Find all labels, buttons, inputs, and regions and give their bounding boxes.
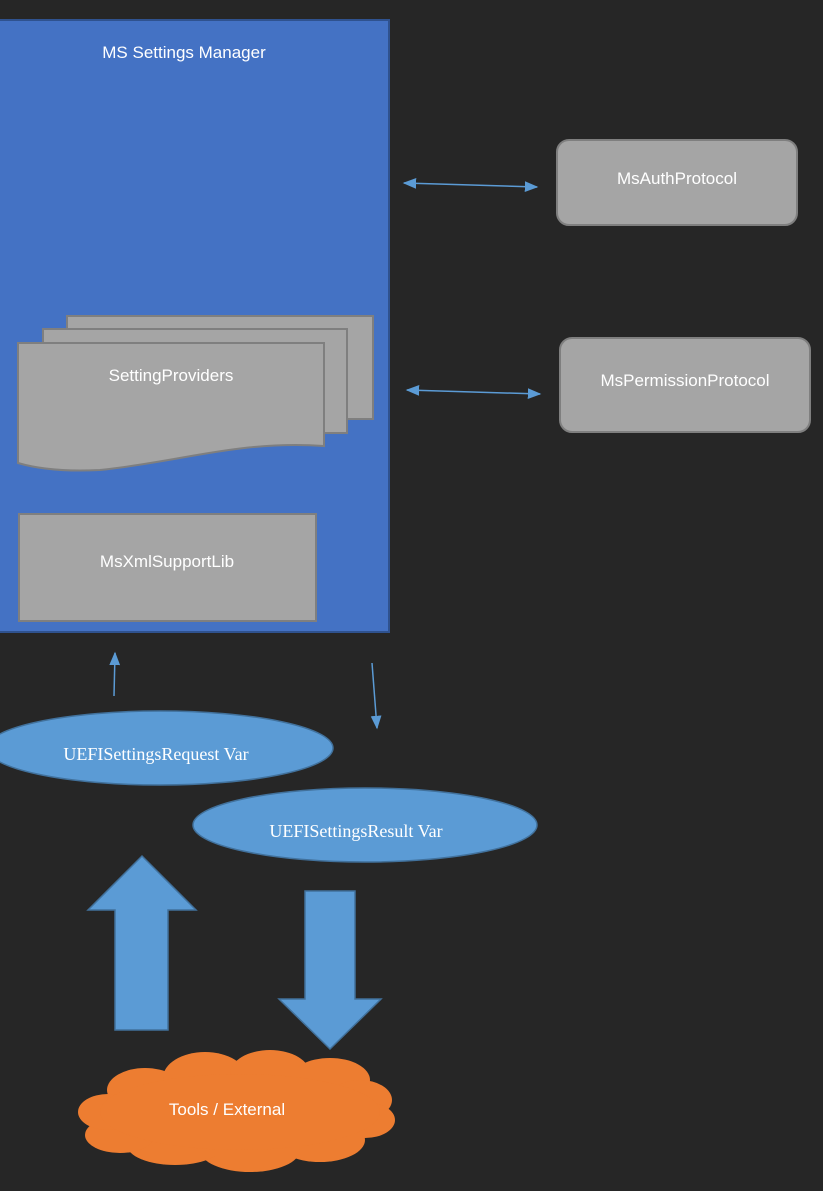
ms-xml-support-lib-label: MsXmlSupportLib [100, 552, 234, 571]
ms-permission-protocol-label: MsPermissionProtocol [600, 371, 769, 390]
request-up-arrow [109, 651, 121, 697]
big-down-arrow [277, 890, 383, 1051]
result-down-arrow [370, 662, 382, 730]
ms-auth-protocol-box [556, 139, 798, 226]
ms-settings-manager-title: MS Settings Manager [102, 43, 266, 62]
uefi-settings-request-var-label: UEFISettingsRequest Var [63, 744, 248, 764]
big-up-arrow [86, 854, 198, 1031]
auth-connector-arrow [402, 177, 539, 193]
tools-external-label: Tools / External [169, 1100, 285, 1119]
uefi-settings-result-var [192, 787, 538, 863]
uefi-settings-request-var [0, 710, 334, 786]
ms-xml-support-lib-box [18, 513, 317, 622]
uefi-settings-result-var-label: UEFISettingsResult Var [269, 821, 442, 841]
permission-connector-arrow [405, 384, 542, 400]
setting-providers-label: SettingProviders [109, 366, 234, 385]
setting-providers-stack [17, 315, 374, 472]
ms-auth-protocol-label: MsAuthProtocol [617, 169, 737, 188]
tools-external-cloud [78, 1050, 395, 1172]
ms-permission-protocol-box [559, 337, 811, 433]
